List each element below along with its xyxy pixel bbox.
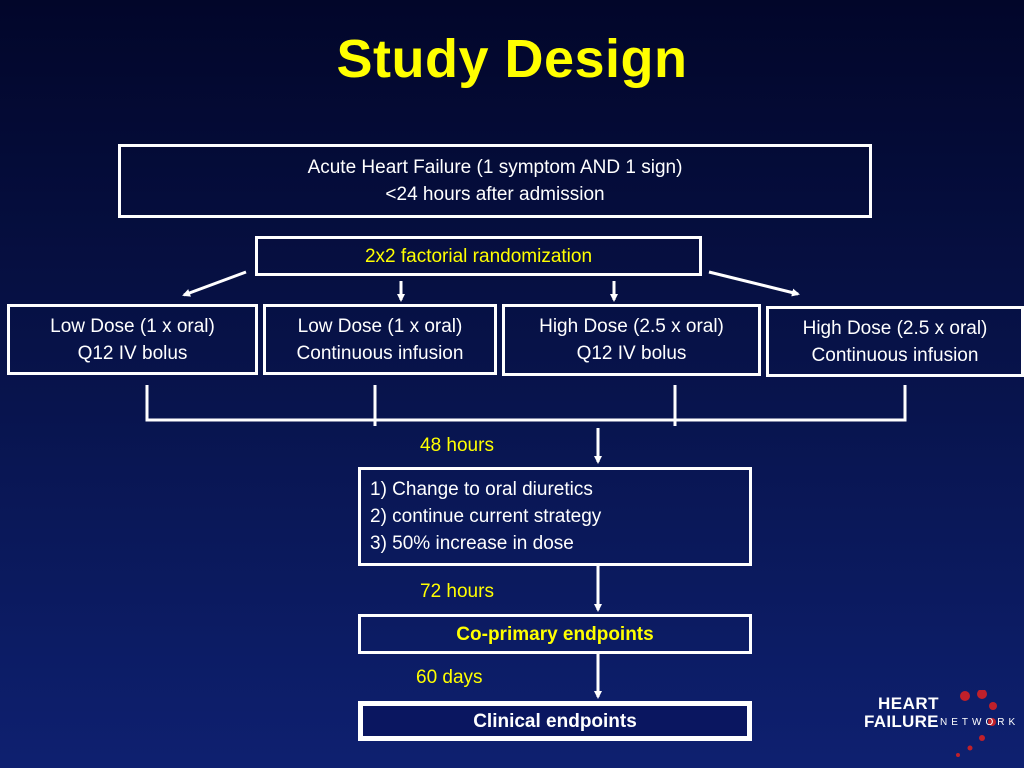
arm-box-1: Low Dose (1 x oral) Q12 IV bolus	[7, 304, 258, 375]
arm-1-line-2: Q12 IV bolus	[77, 342, 188, 364]
arrow-to-arm-1	[182, 270, 247, 297]
logo-network-text: NETWORK	[940, 717, 1020, 728]
arm-1-line-1: Low Dose (1 x oral)	[50, 315, 215, 337]
arm-box-2: Low Dose (1 x oral) Continuous infusion	[263, 304, 497, 375]
arm-3-line-1: High Dose (2.5 x oral)	[539, 316, 724, 337]
randomization-box: 2x2 factorial randomization	[255, 236, 702, 276]
clinical-endpoints-label: Clinical endpoints	[473, 710, 637, 732]
population-box: Acute Heart Failure (1 symptom AND 1 sig…	[118, 144, 872, 218]
population-line-2: <24 hours after admission	[385, 184, 605, 205]
arm-2-line-2: Continuous infusion	[296, 342, 464, 364]
arm-box-4: High Dose (2.5 x oral) Continuous infusi…	[766, 306, 1024, 377]
arm-4-line-2: Continuous infusion	[811, 344, 979, 366]
slide-title: Study Design	[336, 29, 688, 89]
heart-failure-network-logo: HEART FAILURE NETWORK	[860, 690, 1020, 762]
options-box: 1) Change to oral diuretics 2) continue …	[358, 467, 752, 566]
logo-heart-text: HEART	[878, 694, 940, 713]
option-1: 1) Change to oral diuretics	[370, 479, 593, 500]
arms-bracket	[145, 385, 907, 422]
coprimary-endpoints-label: Co-primary endpoints	[456, 623, 654, 645]
arm-4-line-1: High Dose (2.5 x oral)	[802, 317, 988, 339]
logo-failure-text: FAILURE	[864, 712, 939, 731]
population-line-1: Acute Heart Failure (1 symptom AND 1 sig…	[307, 157, 683, 178]
randomization-label: 2x2 factorial randomization	[364, 245, 593, 267]
arm-box-3: High Dose (2.5 x oral) Q12 IV bolus	[502, 304, 761, 376]
option-3: 3) 50% increase in dose	[370, 533, 574, 554]
option-2: 2) continue current strategy	[370, 506, 602, 527]
timepoint-48-hours: 48 hours	[420, 435, 494, 456]
arm-2-line-1: Low Dose (1 x oral)	[297, 315, 463, 337]
clinical-endpoints-box: Clinical endpoints	[358, 701, 752, 741]
timepoint-60-days: 60 days	[416, 667, 483, 688]
arrow-to-arm-4	[708, 270, 800, 297]
logo-dots-icon	[956, 690, 997, 757]
coprimary-endpoints-box: Co-primary endpoints	[358, 614, 752, 654]
timepoint-72-hours: 72 hours	[420, 581, 494, 602]
arm-3-line-2: Q12 IV bolus	[576, 343, 687, 364]
